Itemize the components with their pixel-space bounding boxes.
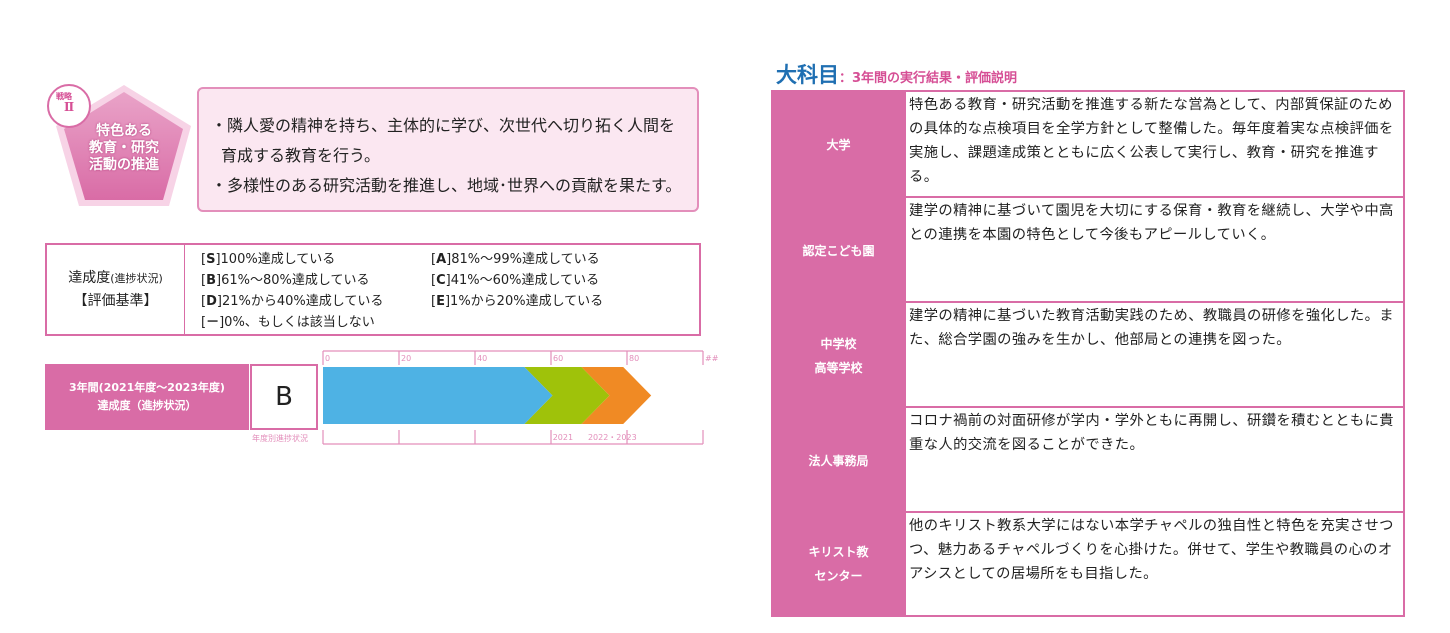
scale-tick-label: 80 xyxy=(629,354,639,363)
goal-line: ・多様性のある研究活動を推進し、地域･世界への貢献を果たす。 xyxy=(211,176,682,195)
strategy-label: 戦略 xyxy=(56,92,72,101)
unit-row: 認定こども園 建学の精神に基づいて園児を大切にする保育・教育を継続し、大学や中高… xyxy=(773,196,1403,303)
unit-name: 認定こども園 xyxy=(773,198,906,303)
progress-label-period: 3年間(2021年度～2023年度) xyxy=(69,381,225,394)
unit-row: キリスト教センター 他のキリスト教系大学にはない本学チャペルの独自性と特色を充実… xyxy=(773,511,1403,615)
section-title-sub: ：3年間の実行結果・評価説明 xyxy=(839,71,1018,86)
scale-tick-label: 60 xyxy=(553,354,563,363)
goal-line: 育成する教育を行う。 xyxy=(221,146,381,165)
unit-name: キリスト教センター xyxy=(773,513,906,615)
strategy-title-line: 活動の推進 xyxy=(89,157,159,173)
progress-bar-chart: 0 20 40 60 80 ## 2021 2022・2023 xyxy=(322,350,719,445)
segment-year-label: 2021 xyxy=(553,433,573,442)
goal-line: ・隣人愛の精神を持ち、主体的に学び、次世代へ切り拓く人間を xyxy=(211,116,676,135)
criteria-heading: 達成度(進捗状況) 【評価基準】 xyxy=(47,245,185,334)
unit-description: 他のキリスト教系大学にはない本学チャペルの独自性と特色を充実させつつ、魅力あるチ… xyxy=(909,518,1394,582)
scale-tick-label: 20 xyxy=(401,354,411,363)
scale-tick-label: ## xyxy=(705,354,719,363)
criteria-heading-small: (進捗状況) xyxy=(110,272,163,285)
grade-value: B xyxy=(275,382,293,412)
scale-tick-label: 40 xyxy=(477,354,487,363)
progress-caption: 年度別進捗状況 xyxy=(252,434,308,443)
progress-label: 3年間(2021年度～2023年度) 達成度（進捗状況） xyxy=(45,364,249,430)
strategy-title-line: 教育・研究 xyxy=(89,140,159,156)
criteria-item: [－]0%、もしくは該当しない xyxy=(201,315,375,330)
pentagon-badge-icon xyxy=(47,84,191,206)
strategy-badge: 戦略 Ⅱ 特色ある 教育・研究 活動の推進 xyxy=(44,82,196,210)
unit-row: 中学校高等学校 建学の精神に基づいた教育活動実践のため、教職員の研修を強化した。… xyxy=(773,301,1403,408)
unit-row: 大学 特色ある教育・研究活動を推進する新たな営為として、内部質保証のための具体的… xyxy=(773,92,1403,198)
segment-year-label: 2022・2023 xyxy=(588,433,637,442)
progress-segment xyxy=(524,367,610,424)
criteria-item: [D]21%から40%達成している xyxy=(201,294,384,309)
criteria-item: [S]100%達成している xyxy=(201,252,336,267)
unit-row: 法人事務局 コロナ禍前の対面研修が学内・学外ともに再開し、研鑽を積むとともに貴重… xyxy=(773,406,1403,513)
unit-description: 建学の精神に基づいた教育活動実践のため、教職員の研修を強化した。また、総合学園の… xyxy=(909,308,1394,348)
criteria-item: [C]41%～60%達成している xyxy=(431,273,600,288)
strategy-title-line: 特色ある xyxy=(96,123,152,139)
unit-description: コロナ禍前の対面研修が学内・学外ともに再開し、研鑽を積むとともに貴重な人的交流を… xyxy=(909,413,1394,453)
section-title: 大科目：3年間の実行結果・評価説明 xyxy=(776,59,1017,89)
criteria-item: [B]61%～80%達成している xyxy=(201,273,370,288)
criteria-item: [E]1%から20%達成している xyxy=(431,294,604,309)
section-title-main: 大科目 xyxy=(776,63,839,87)
strategy-number: Ⅱ xyxy=(63,100,75,114)
grade-box: B xyxy=(250,364,318,430)
scale-tick-label: 0 xyxy=(325,354,330,363)
unit-results-table: 大学 特色ある教育・研究活動を推進する新たな営為として、内部質保証のための具体的… xyxy=(771,90,1405,617)
progress-segment xyxy=(323,367,553,424)
unit-name: 大学 xyxy=(773,92,906,198)
progress-segment xyxy=(581,367,652,424)
unit-description: 特色ある教育・研究活動を推進する新たな営為として、内部質保証のための具体的な点検… xyxy=(909,97,1394,185)
criteria-item: [A]81%～99%達成している xyxy=(431,252,600,267)
unit-name: 法人事務局 xyxy=(773,408,906,513)
criteria-heading-sub: 【評価基準】 xyxy=(73,293,158,309)
progress-label-title: 達成度（進捗状況） xyxy=(97,399,197,412)
criteria-list: [S]100%達成している [A]81%～99%達成している [B]61%～80… xyxy=(185,245,699,334)
unit-name: 中学校高等学校 xyxy=(773,303,906,408)
evaluation-criteria-table: 達成度(進捗状況) 【評価基準】 [S]100%達成している [A]81%～99… xyxy=(45,243,701,336)
criteria-heading-main: 達成度 xyxy=(68,270,111,286)
strategy-goals: ・隣人愛の精神を持ち、主体的に学び、次世代へ切り拓く人間を 育成する教育を行う。… xyxy=(197,87,699,212)
unit-description: 建学の精神に基づいて園児を大切にする保育・教育を継続し、大学や中高との連携を本園… xyxy=(909,203,1394,243)
strategy-title: 特色ある 教育・研究 活動の推進 xyxy=(79,123,169,174)
